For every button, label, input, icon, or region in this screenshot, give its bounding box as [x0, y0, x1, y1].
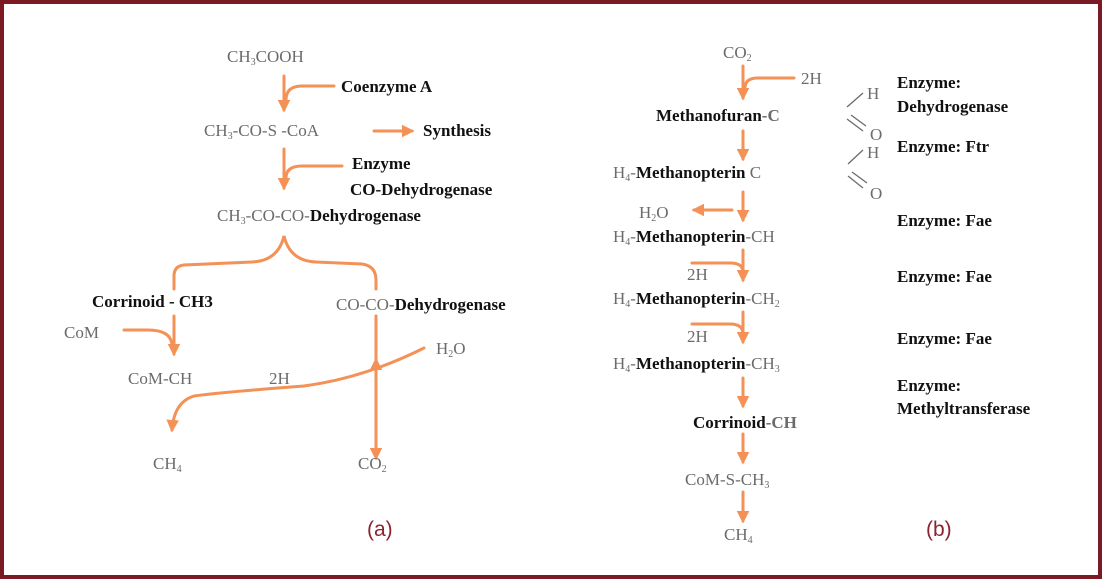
corrinoid-label-b: Corrinoid-CH — [693, 413, 797, 432]
acetic-acid-label: CH3COOH — [227, 47, 304, 68]
enzyme-fae-label-1: Enzyme: Fae — [897, 211, 992, 230]
methane-label-a: CH4 — [153, 454, 182, 475]
enzyme-dehydrogenase-label-1: Enzyme: — [897, 73, 962, 92]
com-s-ch3-label: CoM-S-CH3 — [685, 470, 770, 491]
enzyme-methyltransferase-label-2: Methyltransferase — [897, 399, 1031, 418]
co2-label-b: CO2 — [723, 43, 752, 64]
two-h-label-a: 2H — [269, 369, 290, 388]
two-h-label-b2: 2H — [687, 265, 708, 284]
methanopterin-row-4: H4-Methanopterin-CH3 — [613, 354, 780, 375]
bond-c-o-1 — [846, 118, 864, 132]
enzyme-fae-label-3: Enzyme: Fae — [897, 329, 992, 348]
caption-b: (b) — [926, 518, 952, 541]
o-label-1: O — [870, 125, 883, 144]
methanopterin-row-2: H4-Methanopterin-CH — [613, 227, 775, 248]
caption-a: (a) — [367, 518, 393, 541]
h-label-2: H — [867, 143, 880, 162]
h-label-1: H — [867, 84, 880, 103]
two-h-label-b3: 2H — [687, 327, 708, 346]
methanofuran-label: Methanofuran-C — [656, 106, 780, 125]
arrow-a-com — [122, 328, 174, 346]
co-dehydrogenase-label: CO-Dehydrogenase — [350, 180, 493, 199]
two-h-label-b1: 2H — [801, 69, 822, 88]
coenzyme-a-label: Coenzyme A — [341, 77, 433, 96]
pathway-arrows — [122, 64, 868, 524]
co-co-dehydrogenase-label: CO-CO-Dehydrogenase — [336, 295, 506, 314]
co2-label-a: CO2 — [358, 454, 387, 475]
arrow-b-4-branch — [690, 261, 745, 274]
enzyme-ftr-label: Enzyme: Ftr — [897, 137, 990, 156]
com-ch-label: CoM-CH — [128, 369, 193, 388]
arrow-b-1-branch — [743, 76, 796, 90]
enzyme-methyltransferase-label-1: Enzyme: — [897, 376, 962, 395]
water-label-b: H2O — [639, 203, 669, 224]
enzyme-label: Enzyme — [352, 154, 411, 173]
arrow-a-2-branch — [284, 164, 344, 180]
bond-c-h-2 — [847, 149, 864, 165]
enzyme-dehydrogenase-label-2: Dehydrogenase — [897, 97, 1009, 116]
bond-c-o-1b — [850, 114, 867, 127]
intermediate-label: CH3-CO-CO-Dehydrogenase — [217, 206, 421, 227]
arrow-a-1-branch — [284, 84, 336, 102]
arrow-b-5-branch — [690, 322, 745, 336]
branch-brace — [172, 235, 378, 291]
water-label-a: H2O — [436, 339, 466, 360]
acetyl-coa-label: CH3-CO-S -CoA — [204, 121, 320, 142]
bond-c-o-2 — [847, 175, 864, 189]
com-label: CoM — [64, 323, 99, 342]
bond-c-h-1 — [846, 92, 864, 108]
synthesis-label: Synthesis — [423, 121, 492, 140]
methanopterin-row-1: H4-Methanopterin C — [613, 163, 762, 184]
enzyme-fae-label-2: Enzyme: Fae — [897, 267, 992, 286]
bond-c-o-2b — [851, 171, 868, 184]
methane-label-b: CH4 — [724, 525, 753, 546]
arrow-a-water — [166, 346, 426, 433]
corrinoid-ch3-label: Corrinoid - CH3 — [92, 292, 213, 311]
o-label-2: O — [870, 184, 883, 203]
methanopterin-row-3: H4-Methanopterin-CH2 — [613, 289, 780, 310]
